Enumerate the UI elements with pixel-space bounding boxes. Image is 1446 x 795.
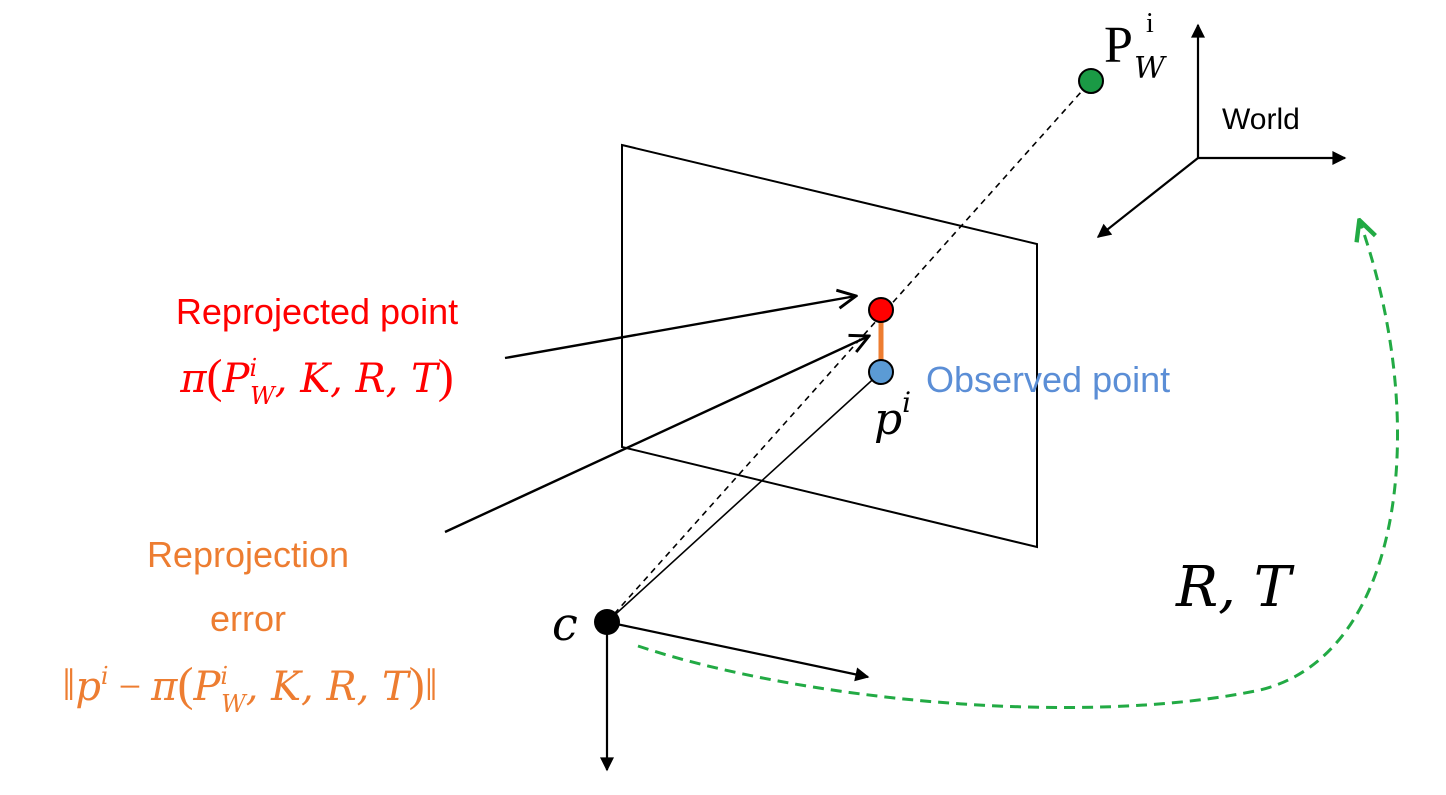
error-title-line1: Reprojection xyxy=(147,534,349,575)
world-y-axis xyxy=(1096,157,1199,238)
world-point-sup: i xyxy=(1146,8,1154,39)
error-title-line2: error xyxy=(210,598,286,639)
world-point-label: P xyxy=(1104,17,1133,74)
world-point-sub: W xyxy=(1134,51,1167,86)
observed-point xyxy=(868,359,894,385)
transform-arrow xyxy=(637,222,1399,709)
reprojected-pointer xyxy=(504,296,856,360)
transform-label: R, T xyxy=(1175,555,1295,620)
camera-label: c xyxy=(552,597,578,651)
image-plane xyxy=(621,143,1038,549)
camera-center xyxy=(594,609,620,635)
projection-ray xyxy=(606,81,1091,623)
reprojected-point xyxy=(868,297,894,323)
observed-ray xyxy=(606,371,882,623)
world-frame-label: World xyxy=(1222,103,1300,136)
observed-label: Observed point xyxy=(926,359,1170,400)
error-pointer xyxy=(444,336,869,534)
camera-x-axis xyxy=(606,620,870,682)
world-point xyxy=(1078,68,1104,94)
observed-symbol: pi xyxy=(874,386,911,445)
reprojected-title: Reprojected point xyxy=(176,291,458,332)
